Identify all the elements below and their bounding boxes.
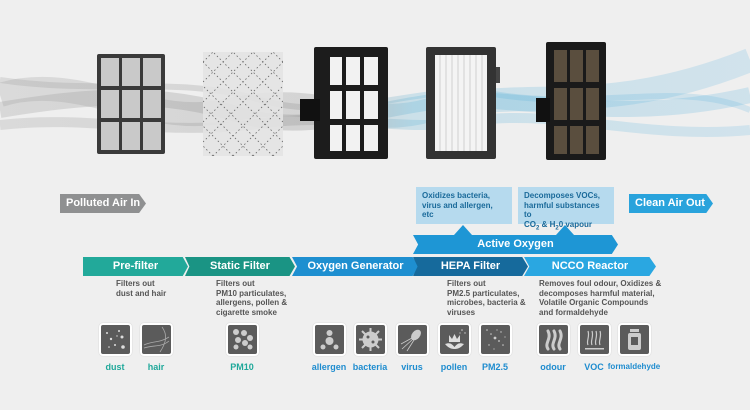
desc-static-filter: Filters out PM10 particulates, allergens… <box>216 279 288 317</box>
desc-ncco-reactor: Removes foul odour, Oxidizes & decompose… <box>539 279 662 317</box>
info-box-ncco: Decomposes VOCs, harmful substances to C… <box>518 187 614 231</box>
pre-filter-image <box>97 54 165 154</box>
info-ncco-line2: harmful substances to <box>524 200 600 220</box>
virus-icon <box>396 323 429 356</box>
info-pointer-ncco <box>556 225 574 235</box>
pm10-icon <box>226 323 259 356</box>
stage-static-filter: Static Filter <box>185 257 295 276</box>
oxygen-generator-image <box>300 47 388 159</box>
pollutant-label-hair: hair <box>147 362 165 372</box>
dust-icon <box>99 323 132 356</box>
static-filter-image <box>203 52 283 156</box>
hepa-filter-image <box>426 47 500 159</box>
pollutant-label-odour: odour <box>540 362 566 372</box>
formaldehyde-icon <box>618 323 651 356</box>
pollutant-label-virus: virus <box>401 362 423 372</box>
bacteria-icon <box>354 323 387 356</box>
clean-air-out-tag: Clean Air Out <box>629 194 713 213</box>
pollutant-label-bacteria: bacteria <box>352 362 388 372</box>
desc-pre-filter: Filters out dust and hair <box>116 279 167 298</box>
voc-icon <box>578 323 611 356</box>
pollutant-label-allergen: allergen <box>311 362 347 372</box>
desc-hepa-filter: Filters out PM2.5 particulates, microbes… <box>447 279 526 317</box>
info-pointer-oxygen <box>454 225 472 235</box>
ncco-reactor-image <box>536 42 606 160</box>
stage-pre-filter: Pre-filter <box>83 257 188 276</box>
pollutant-label-pm10: PM10 <box>230 362 254 372</box>
polluted-air-in-tag: Polluted Air In <box>60 194 146 213</box>
stage-ncco-reactor: NCCO Reactor <box>524 257 656 276</box>
info-box-oxygen: Oxidizes bacteria, virus and allergen, e… <box>416 187 512 224</box>
odour-icon <box>537 323 570 356</box>
info-ncco-line1: Decomposes VOCs, <box>524 191 601 200</box>
allergen-icon <box>313 323 346 356</box>
active-oxygen-bar: Active Oxygen <box>413 235 618 254</box>
pollutant-label-formaldehyde: formaldehyde <box>607 362 661 371</box>
pollutant-label-voc: VOC <box>584 362 604 372</box>
pollutant-label-pollen: pollen <box>440 362 468 372</box>
stage-oxygen-generator: Oxygen Generator <box>292 257 419 276</box>
pm25-icon <box>479 323 512 356</box>
pollutant-label-pm25: PM2.5 <box>481 362 508 372</box>
pollutant-label-dust: dust <box>105 362 125 372</box>
pollen-icon <box>438 323 471 356</box>
stage-hepa-filter: HEPA Filter <box>413 257 528 276</box>
hair-icon <box>140 323 173 356</box>
